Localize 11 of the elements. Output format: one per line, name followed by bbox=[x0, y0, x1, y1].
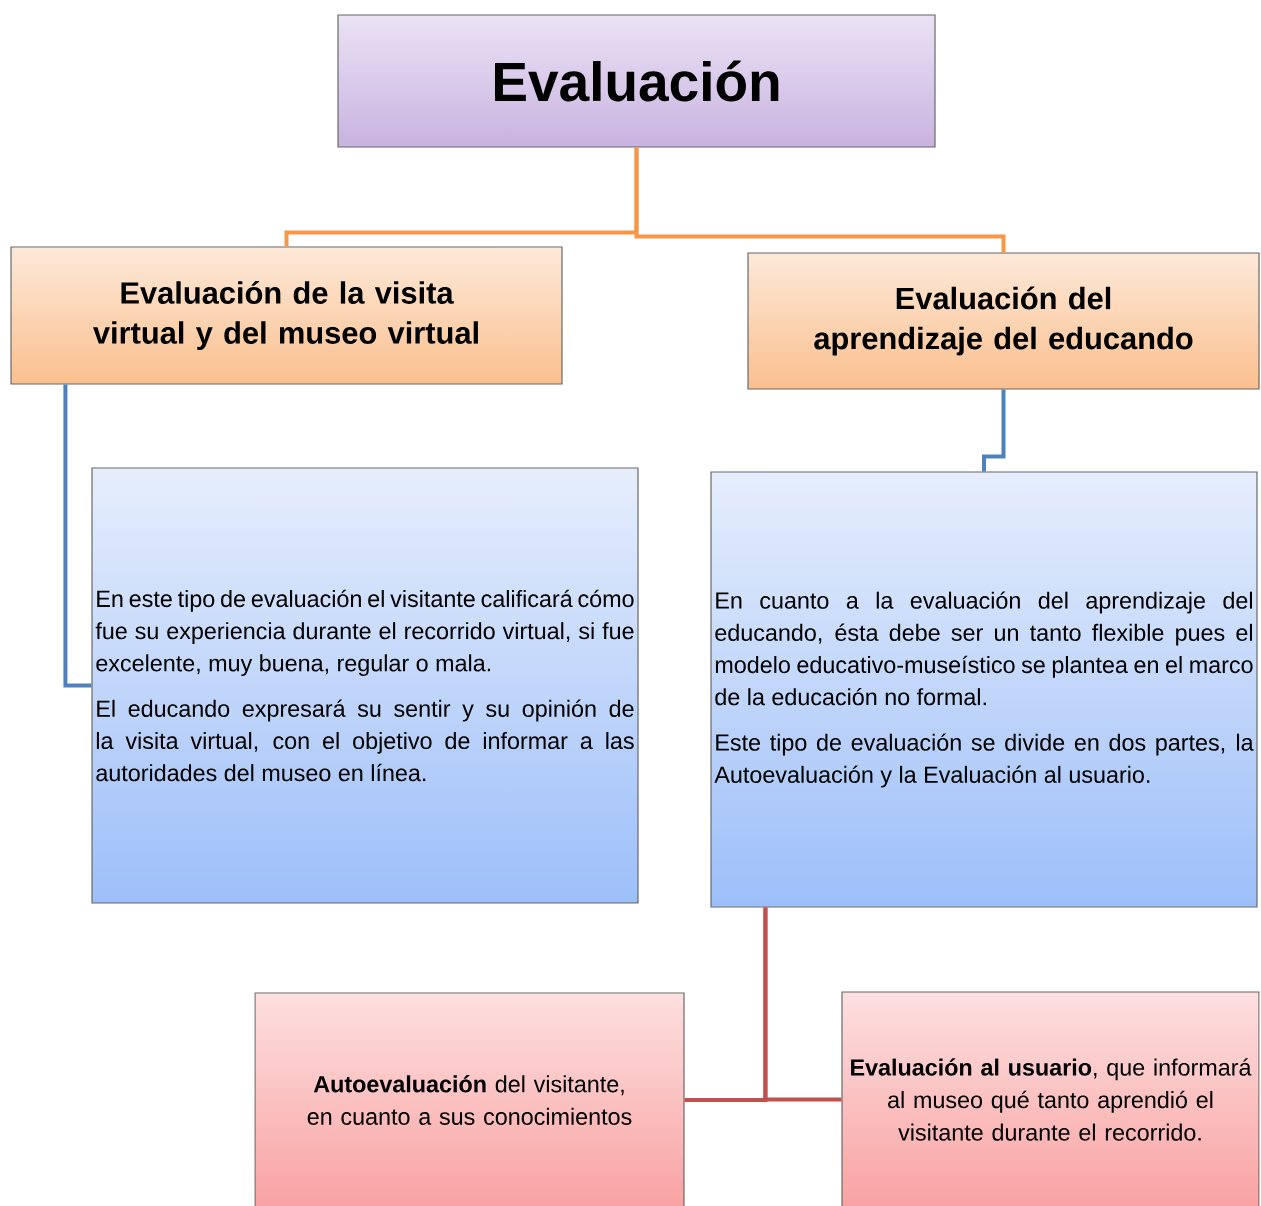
connector-line bbox=[763, 907, 842, 1102]
heading-box: Evaluación del aprendizaje del educando bbox=[747, 252, 1260, 390]
heading-box: Evaluación de la visita virtual y del museo virtual bbox=[10, 246, 563, 385]
connector-line bbox=[982, 389, 1006, 472]
connector-line bbox=[63, 384, 92, 688]
text-box: Evaluación al usuario, que informará al museo qué tanto aprendió el visitante durante el recorrido. bbox=[841, 991, 1260, 1206]
text-box: En cuanto a la evaluación del aprendizaje del educando, ésta debe ser un tanto flexible pues el modelo educativo-museístico se plantea en el marco de la educación no formal. Este tipo de evaluación se divide en dos partes, la Autoevaluación y la Evaluación al usuario. bbox=[710, 471, 1258, 908]
text-box: Autoevaluación del visitante, en cuanto a sus conocimientos bbox=[254, 992, 685, 1206]
text-box: En este tipo de evaluación el visitante calificará cómo fue su experiencia durante el recorrido virtual, si fue excelente, muy buena, regular o mala. El educando expresará su sentir y su opinión de la visita virtual, con el objetivo de informar a las autoridades del museo en línea. bbox=[91, 467, 639, 904]
connector-line bbox=[634, 147, 1006, 253]
title-box: Evaluación bbox=[337, 14, 936, 148]
